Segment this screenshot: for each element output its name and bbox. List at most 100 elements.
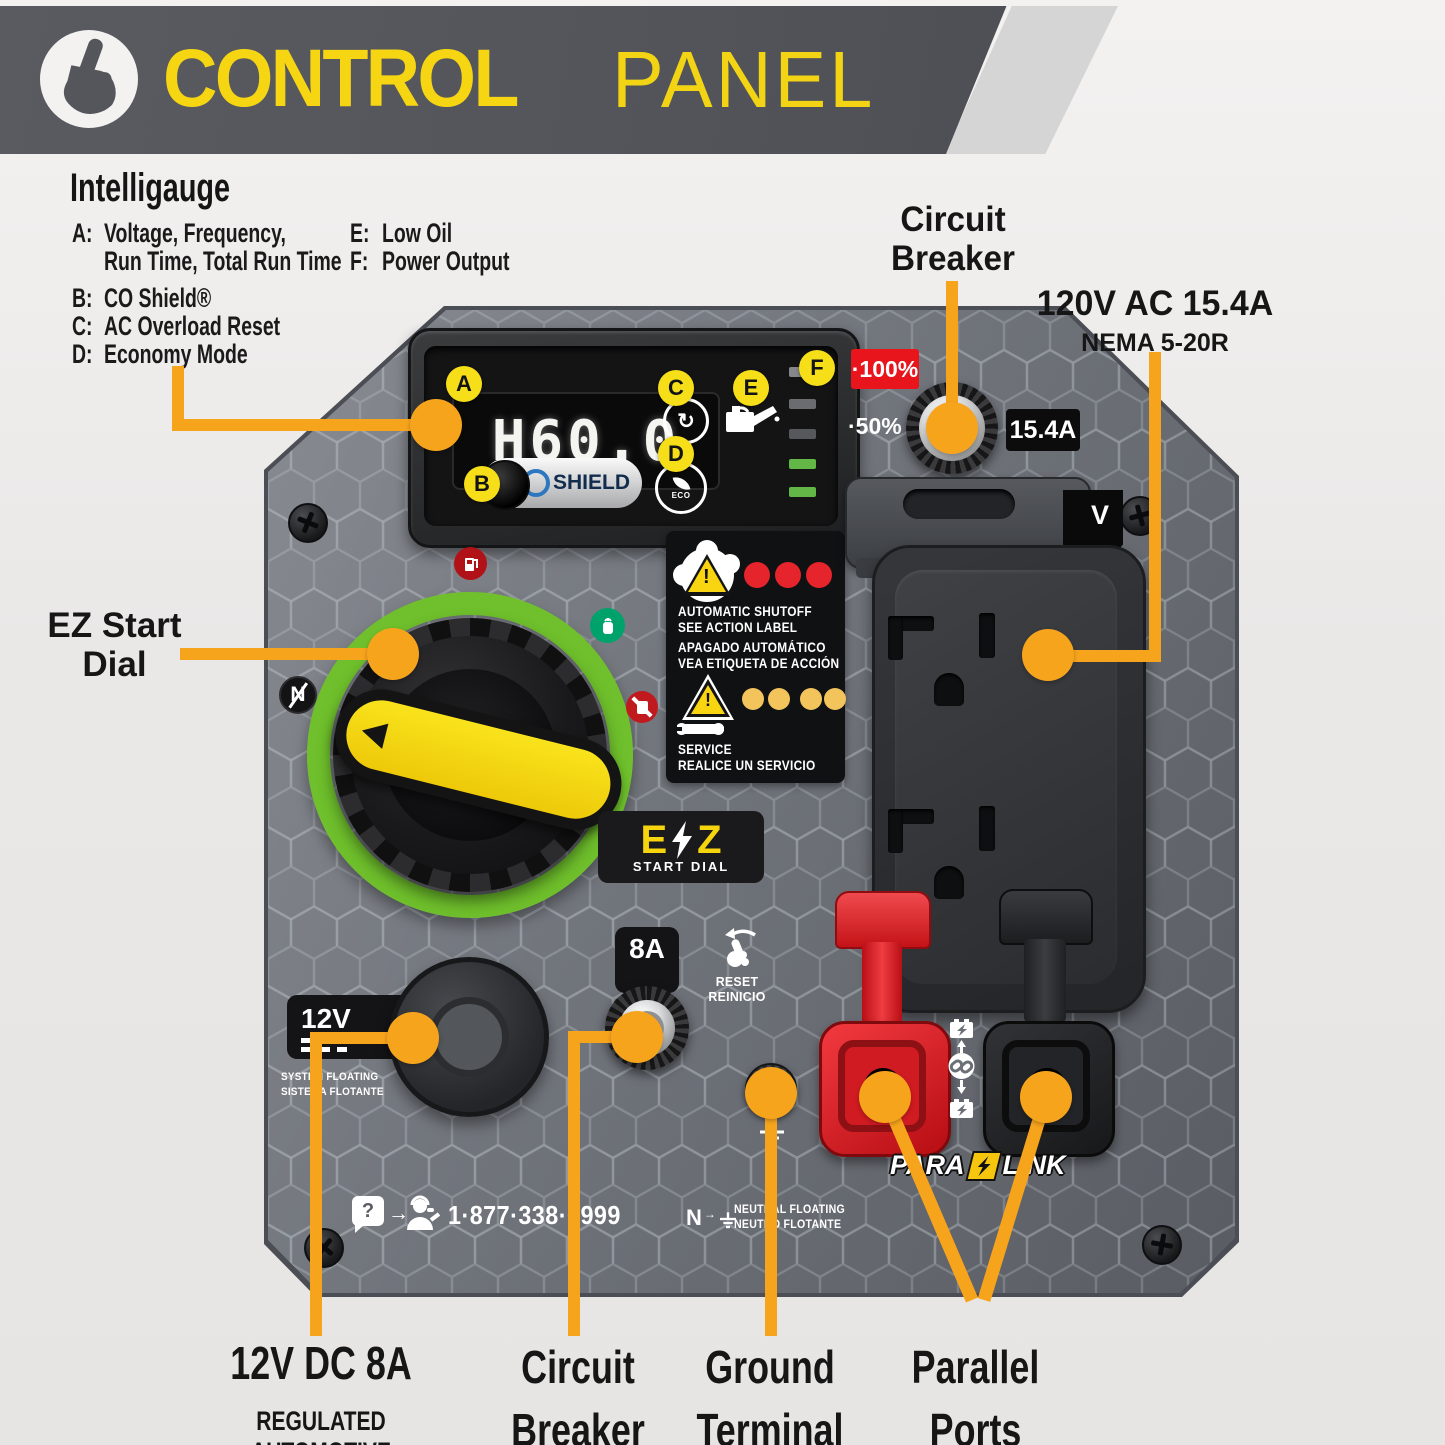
leaf-icon (672, 474, 690, 493)
leader-cb-bottom-dot (611, 1011, 663, 1063)
arrow-right-icon: → (388, 1202, 409, 1225)
wrench-icon (677, 723, 729, 735)
parallel-red-neck (862, 942, 902, 1026)
legend-text-b: CO Shield® (104, 283, 212, 313)
parallel-link-icons (948, 1019, 975, 1118)
legend-key-d: D: (72, 339, 93, 369)
marker-b: B (464, 466, 500, 502)
callout-12vdc: 12V DC 8A REGULATED AUTOMOTIVE (230, 1337, 412, 1445)
leader-breaker-top (946, 281, 958, 427)
parallel-black-neck (1024, 939, 1066, 1023)
marker-a: A (446, 366, 482, 402)
lightning-bolt-icon (672, 820, 693, 859)
legend-text-d: Economy Mode (104, 339, 248, 369)
floating-text-2: SISTEMA FLOTANTE (281, 1086, 384, 1098)
output-bar-4 (789, 459, 816, 469)
legend-key-c: C: (72, 311, 93, 341)
service-text-en: SERVICE (678, 742, 732, 757)
legend-text-a2: Run Time, Total Run Time (104, 246, 342, 276)
output-bar-5 (789, 487, 816, 497)
neutral-text-1: NEUTRAL FLOATING (734, 1204, 846, 1216)
leader-120v-dot (1022, 629, 1074, 681)
load-50-label: ·50% (848, 413, 902, 439)
leader-parallel-v-lines (879, 1094, 1053, 1303)
shutoff-text-en1: AUTOMATIC SHUTOFF (678, 604, 812, 619)
rotate-icon-glyph: ↻ (677, 409, 695, 433)
banner-title-bold: CONTROL (163, 33, 519, 124)
engine-off-position-icon (626, 691, 658, 723)
reset-tap-icon (725, 928, 756, 967)
service-text-es: REALICE UN SERVICIO (678, 758, 816, 773)
leader-12v-dot (387, 1012, 439, 1064)
legend-text-f: Power Output (382, 246, 510, 276)
leader-intelligauge-dot (410, 399, 462, 451)
leader-ez-dot (367, 628, 419, 680)
dc-outlet-inner (429, 997, 509, 1077)
service-warning-icon: ! (682, 674, 734, 720)
pointing-hand-icon (63, 38, 116, 114)
leader-intelligauge-h (172, 419, 442, 431)
service-led-1 (742, 688, 764, 710)
leader-ground-v (765, 1095, 777, 1336)
leader-intelligauge-v (172, 366, 184, 426)
outlet-cover-handle (903, 489, 1015, 519)
ez-z: Z (697, 817, 722, 862)
service-led-3 (800, 688, 822, 710)
neutral-position-icon: N (279, 676, 317, 714)
legend-key-a: A: (72, 218, 93, 248)
marker-e: E (733, 370, 769, 406)
legend-text-c: AC Overload Reset (104, 311, 281, 341)
neutral-text-2: NEUTRO FLOTANTE (734, 1219, 842, 1231)
shutoff-text-es2: VEA ETIQUETA DE ACCIÓN (678, 656, 840, 671)
parallel-red-cover[interactable] (835, 891, 931, 949)
reset-text-2: REINICIO (708, 989, 766, 1004)
service-led-2 (768, 688, 790, 710)
banner-title-light: PANEL (612, 35, 876, 124)
banner-hand-badge (40, 30, 138, 128)
legend-key-e: E: (350, 218, 370, 248)
parallel-black-cover[interactable] (999, 889, 1093, 945)
fuel-position-icon (454, 547, 487, 580)
callout-120v: 120V AC 15.4A NEMA 5-20R (1036, 284, 1274, 357)
banner (0, 6, 1007, 154)
reset-text-1: RESET (715, 974, 759, 989)
service-led-4 (824, 688, 846, 710)
eco-label: ECO (671, 491, 691, 500)
legend-text-a1: Voltage, Frequency, (104, 218, 286, 248)
leader-120v-h (1048, 650, 1161, 662)
leader-12v-v (310, 1032, 322, 1336)
support-phone: 1·877·338·0999 (448, 1200, 621, 1230)
marker-d: D (658, 436, 694, 472)
paralink-word1: PARA (890, 1150, 965, 1180)
shutoff-cloud-icon: ! (673, 540, 740, 608)
output-bar-3 (789, 429, 816, 439)
leader-ground-dot (745, 1067, 797, 1119)
amps-badge: 15.4A (1006, 409, 1080, 451)
floating-text-1: SYSTEM FLOATING (281, 1071, 379, 1083)
dc-breaker-badge: 8A (615, 927, 679, 993)
low-oil-icon (726, 406, 780, 432)
shutoff-led-1 (744, 562, 770, 588)
legend-text-e: Low Oil (382, 218, 453, 248)
legend-key-b: B: (72, 283, 93, 313)
load-100-badge: ·100% (851, 349, 919, 389)
shutoff-text-es1: APAGADO AUTOMÁTICO (678, 640, 826, 655)
paralink-bolt-badge (964, 1150, 1003, 1181)
screw-bottom-right (1142, 1225, 1182, 1265)
ez-sub: START DIAL (632, 858, 730, 874)
neutral-floating-icon: N → (686, 1205, 736, 1230)
screw-top-left (288, 503, 328, 543)
marker-f: F (799, 350, 835, 386)
leader-ez (180, 648, 395, 660)
help-bubble-icon: ? (352, 1196, 384, 1233)
leader-breaker-top-dot (926, 402, 978, 454)
paralink-logo: PARA LINK (890, 1150, 1066, 1181)
dc-symbol-dashed (301, 1047, 347, 1052)
ez-e: E (640, 817, 668, 862)
output-bar-2 (789, 399, 816, 409)
